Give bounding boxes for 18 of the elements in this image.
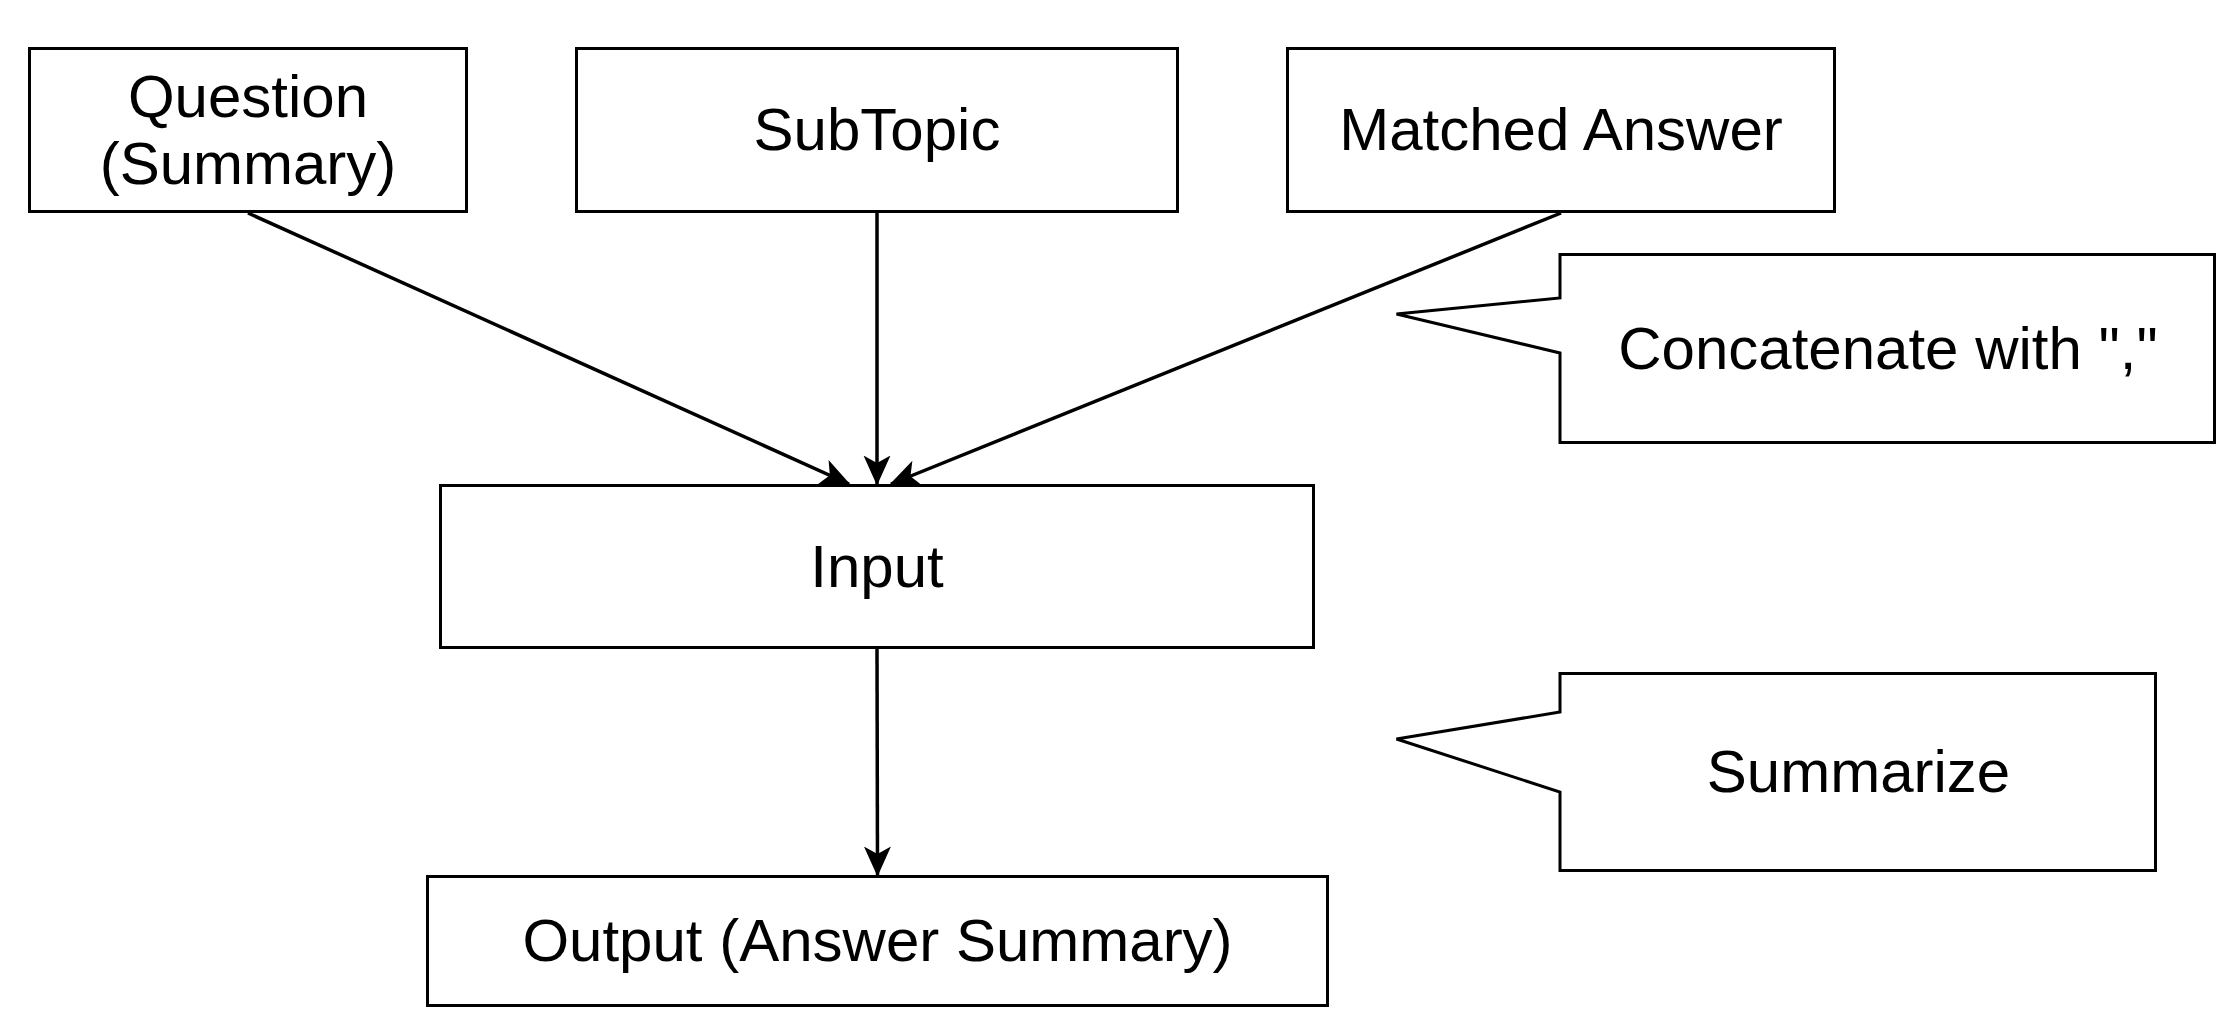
callout-shape xyxy=(1395,253,2216,444)
box-label: Matched Answer xyxy=(1339,96,1783,164)
box-label: Input xyxy=(810,532,944,601)
callout-text: Summarize xyxy=(1706,738,2011,806)
process-box xyxy=(1286,47,1836,213)
arrow xyxy=(247,211,851,486)
box-label: Output (Answer Summary) xyxy=(522,907,1233,975)
box-label: Question (Summary) xyxy=(98,62,398,198)
process-box xyxy=(426,875,1329,1007)
callout-text: Concatenate with "," xyxy=(1618,314,2158,383)
arrow xyxy=(889,211,1562,486)
process-box xyxy=(575,47,1179,213)
arrow xyxy=(863,213,891,486)
callout-shape xyxy=(1395,672,2157,872)
box-label: SubTopic xyxy=(753,96,1001,164)
process-box xyxy=(28,47,468,213)
arrow xyxy=(863,649,891,877)
process-box xyxy=(439,484,1315,649)
